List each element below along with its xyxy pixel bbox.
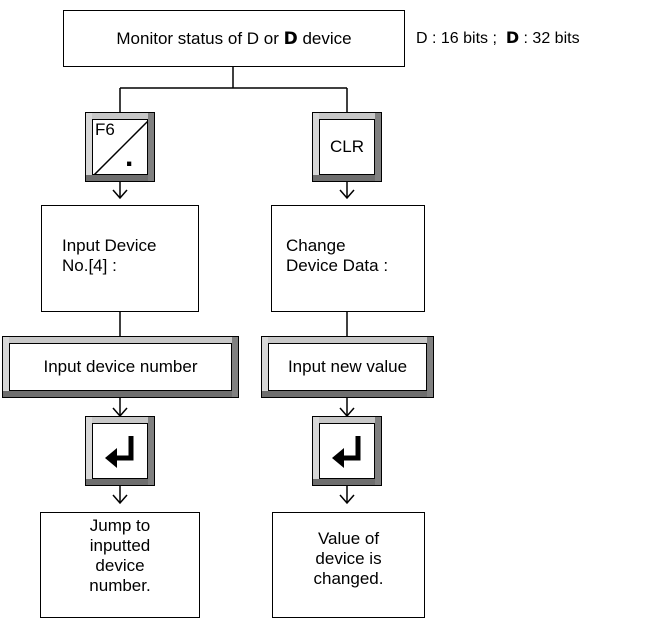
bit-width-double-d-symbol: D: [505, 28, 520, 47]
input-new-value-key[interactable]: Input new value: [261, 336, 434, 398]
arrow-clr-head: [339, 189, 355, 200]
change-device-data-box: Change Device Data :: [271, 205, 425, 312]
monitor-status-box: Monitor status of D or D device: [63, 10, 405, 67]
value-changed-text: Value of device is changed.: [313, 529, 384, 588]
monitor-status-text: Monitor status of D or D device: [116, 29, 351, 49]
f6-key[interactable]: F6 .: [85, 112, 155, 182]
change-device-data-text: Change Device Data :: [286, 236, 389, 275]
jump-result-box: Jump to inputted device number.: [40, 512, 200, 618]
f6-key-divider: [93, 120, 147, 174]
enter-key-left[interactable]: [85, 416, 155, 486]
jump-result-text: Jump to inputted device number.: [89, 516, 151, 595]
enter-return-icon: [332, 436, 361, 468]
double-d-symbol: D: [283, 28, 298, 49]
f6-key-label: F6: [95, 120, 115, 139]
clr-key-label: CLR: [329, 137, 364, 156]
input-device-number-label: Input device number: [43, 357, 198, 376]
bit-width-note-32: : 32 bits: [519, 30, 580, 47]
input-new-value-label: Input new value: [287, 357, 408, 376]
enter-return-icon: [105, 436, 134, 468]
bit-width-note: D : 16 bits ; D : 32 bits: [416, 28, 580, 49]
f6-key-dot-label: .: [125, 140, 134, 173]
arrow-right-enter-head: [339, 494, 355, 505]
input-device-no-box: Input Device No.[4] :: [41, 205, 199, 312]
monitor-status-suffix: device: [297, 28, 352, 48]
clr-key[interactable]: CLR: [312, 112, 382, 182]
input-device-no-text: Input Device No.[4] :: [62, 236, 157, 275]
value-changed-box: Value of device is changed.: [272, 512, 425, 618]
arrow-left-enter-head: [112, 494, 128, 505]
enter-key-right[interactable]: [312, 416, 382, 486]
input-device-number-key[interactable]: Input device number: [2, 336, 239, 398]
arrow-f6-head: [112, 189, 128, 200]
monitor-status-prefix: Monitor status of D or: [116, 28, 284, 48]
bit-width-note-16: D : 16 bits ;: [416, 30, 506, 47]
